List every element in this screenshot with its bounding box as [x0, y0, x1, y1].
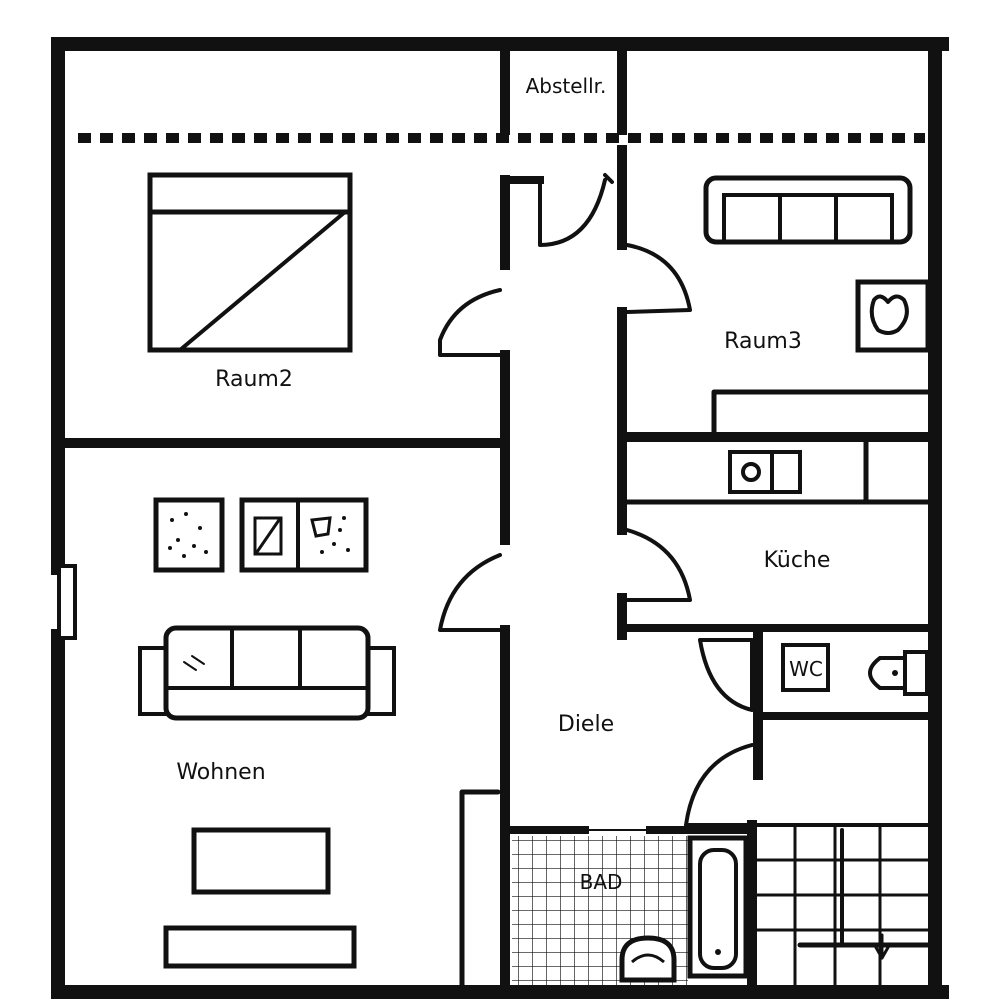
sofa-raum3: [703, 175, 913, 245]
label-bath: BAD: [580, 870, 623, 894]
label-storage: Abstellr.: [526, 74, 607, 98]
window-left: [57, 564, 77, 640]
bed: [147, 172, 353, 353]
washbasin: [855, 279, 931, 353]
label-room2: Raum2: [215, 367, 293, 392]
bathroom: [512, 835, 749, 986]
label-hall: Diele: [558, 712, 614, 737]
stairs: [755, 823, 931, 987]
label-wc: WC: [789, 657, 823, 681]
sideboard: [163, 925, 357, 969]
wc-fixtures: [781, 643, 929, 696]
doors: [438, 173, 754, 831]
counter-raum3: [711, 389, 931, 435]
room-labels: Abstellr. Raum2 Raum3 Wohnen Küche WC Di…: [176, 74, 830, 894]
label-kitchen: Küche: [764, 548, 831, 573]
outer-walls: [51, 37, 949, 999]
sofa-wohnen: [138, 625, 396, 721]
coffee-table: [191, 827, 331, 895]
label-room3: Raum3: [724, 329, 802, 354]
wall-pictures: [153, 497, 369, 573]
interior-walls: [60, 45, 933, 990]
wardrobe: [459, 789, 501, 988]
label-living: Wohnen: [176, 760, 265, 785]
kitchen-counter: [624, 439, 931, 505]
